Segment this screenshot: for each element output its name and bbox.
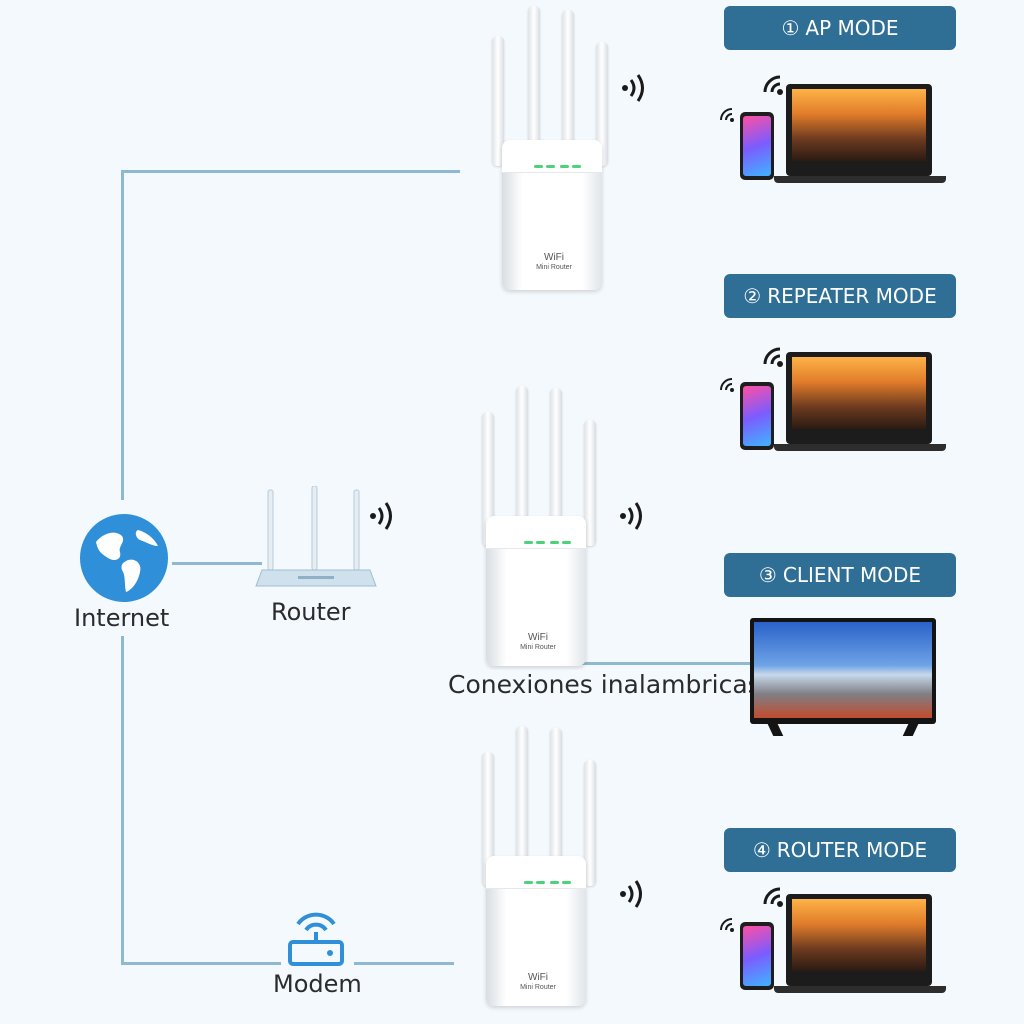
- wifi-signal-icon: [716, 104, 738, 131]
- connector-left-vertical-upper: [121, 170, 124, 500]
- wifi-signal-icon: [758, 70, 788, 105]
- wifi-signal-icon: [716, 914, 738, 941]
- wifi-extender-ap: WiFi Mini Router: [484, 0, 624, 300]
- internet-label: Internet: [74, 604, 170, 632]
- modem-icon: [284, 904, 348, 968]
- router-label: Router: [271, 598, 351, 626]
- wifi-signal-icon: [618, 876, 648, 917]
- globe-icon: [78, 512, 170, 604]
- wireless-connections-label: Conexiones inalambricas: [448, 670, 761, 699]
- smartphone-icon: [740, 112, 774, 180]
- laptop-icon: [774, 352, 946, 452]
- mode-number: ④: [752, 838, 771, 862]
- mode-number: ③: [758, 563, 777, 587]
- wifi-extender-router: WiFi Mini Router: [468, 716, 608, 1016]
- connector-extender-tv: [568, 662, 750, 665]
- wifi-signal-icon: [758, 882, 788, 917]
- smartphone-icon: [740, 382, 774, 450]
- wifi-signal-icon: [618, 498, 648, 539]
- connector-internet-router: [172, 562, 262, 565]
- connector-bottom-horizontal: [121, 962, 281, 965]
- device-logo: WiFi: [544, 252, 564, 263]
- connector-modem-extender: [354, 962, 454, 965]
- wifi-extender-client: WiFi Mini Router: [468, 376, 608, 676]
- mode-label: CLIENT MODE: [782, 563, 922, 587]
- mode-number: ①: [781, 16, 800, 40]
- modem-label: Modem: [273, 970, 362, 998]
- mode-number: ②: [743, 284, 762, 308]
- router-icon: [254, 485, 378, 598]
- device-logo: WiFi: [528, 632, 548, 643]
- mode-label: ROUTER MODE: [776, 838, 928, 862]
- wifi-signal-icon: [716, 374, 738, 401]
- mode-label: REPEATER MODE: [767, 284, 937, 308]
- tv-icon: [750, 618, 936, 736]
- connector-top-horizontal: [122, 170, 460, 173]
- device-sublabel: Mini Router: [520, 644, 556, 651]
- laptop-icon: [774, 84, 946, 184]
- wifi-signal-icon: [368, 498, 398, 539]
- device-logo: WiFi: [528, 972, 548, 983]
- device-sublabel: Mini Router: [536, 264, 572, 271]
- mode-label: AP MODE: [805, 16, 899, 40]
- wifi-signal-icon: [620, 70, 650, 111]
- device-sublabel: Mini Router: [520, 984, 556, 991]
- wifi-signal-icon: [758, 342, 788, 377]
- connector-left-vertical-lower: [121, 636, 124, 964]
- smartphone-icon: [740, 922, 774, 990]
- laptop-icon: [774, 894, 946, 994]
